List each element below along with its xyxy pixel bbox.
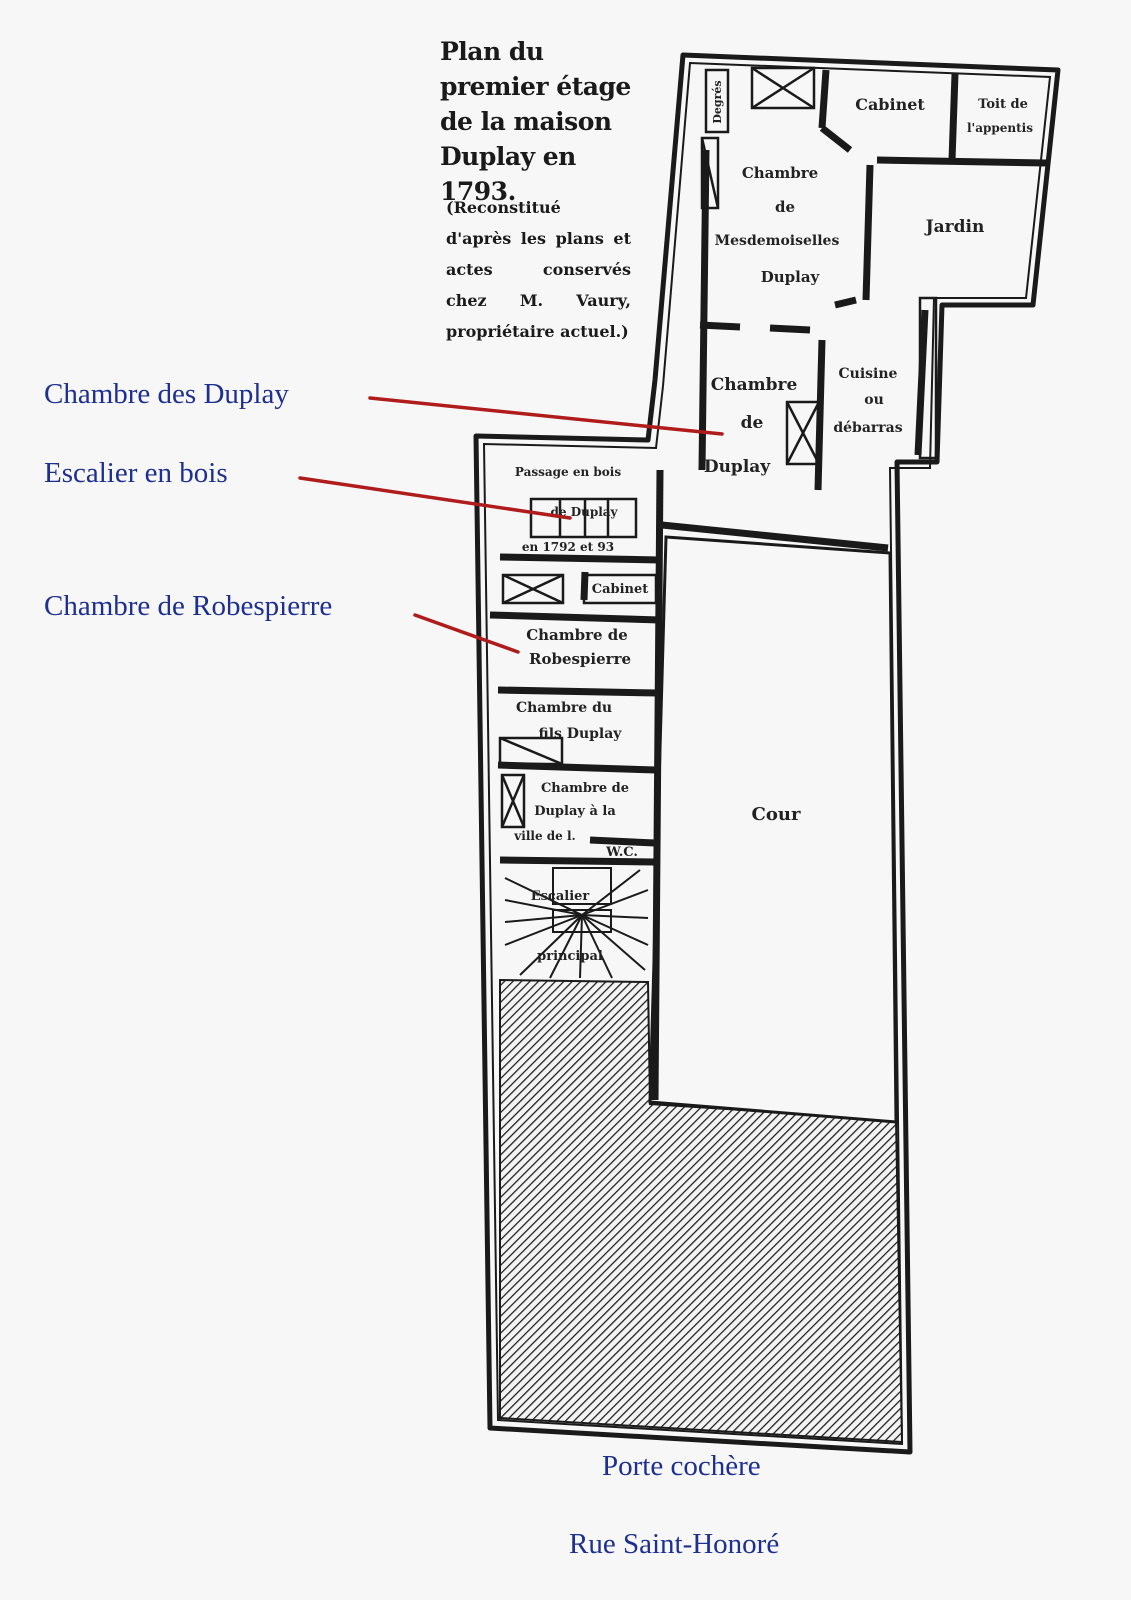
room-label-jardin: Jardin — [924, 217, 985, 237]
plan-title: Plan du premier étage de la maison Dupla… — [440, 37, 631, 206]
room-label-cabinet: Cabinet — [855, 95, 925, 114]
plan-note: (Reconstitué d'après les plans et actes … — [446, 198, 631, 341]
room-label-degres: Degrés — [711, 80, 724, 123]
room-label-mesd-3: Mesdemoiselles — [715, 233, 840, 249]
room-label-cuisine-3: débarras — [833, 420, 902, 436]
room-label-neveu-3: ville de l. — [513, 829, 575, 843]
room-label-esc-principal-1: Escalier — [531, 889, 590, 904]
room-label-fils-1: Chambre du — [516, 700, 612, 716]
room-label-duplay-2: de — [741, 413, 764, 433]
room-label-robespierre-2: Robespierre — [529, 650, 631, 668]
annotation-rue-saint-honore: Rue Saint-Honoré — [569, 1528, 780, 1560]
room-labels: Cabinet Toit de l'appentis Chambre de Me… — [513, 80, 1033, 964]
leader-line-robespierre — [413, 613, 520, 654]
leader-line-chambre-duplay — [368, 396, 724, 436]
outer-walls — [473, 52, 1061, 1455]
annotation-escalier-en-bois: Escalier en bois — [44, 457, 228, 489]
main-staircase — [504, 867, 649, 979]
room-label-mesd-1: Chambre — [742, 164, 818, 182]
courtyard — [648, 535, 898, 1124]
annotation-chambre-de-robespierre: Chambre de Robespierre — [44, 590, 333, 622]
room-label-cuisine-2: ou — [864, 392, 884, 408]
room-label-cabinet-small: Cabinet — [592, 582, 649, 597]
room-label-fils-2: fils Duplay — [539, 726, 623, 742]
room-label-cuisine-1: Cuisine — [839, 366, 898, 382]
room-label-cour: Cour — [752, 804, 801, 825]
leader-line-escalier — [298, 476, 572, 520]
room-label-escalier-2: en 1792 et 93 — [522, 540, 614, 554]
annotation-porte-cochere: Porte cochère — [602, 1450, 761, 1482]
annotation-chambre-des-duplay: Chambre des Duplay — [44, 378, 289, 410]
room-label-toit-2: l'appentis — [967, 121, 1033, 135]
room-label-escalier-1: de Duplay — [550, 505, 618, 519]
room-label-neveu-2: Duplay à la — [534, 804, 616, 819]
room-label-mesd-2: de — [775, 198, 795, 216]
room-label-duplay-3: Duplay — [704, 457, 771, 477]
room-label-passage: Passage en bois — [515, 465, 621, 479]
room-label-robespierre-1: Chambre de — [526, 626, 628, 644]
interior-walls — [489, 69, 1047, 1101]
room-label-wc: W.C. — [605, 845, 638, 860]
room-label-esc-principal-2: principal — [537, 949, 603, 964]
room-label-duplay-1: Chambre — [711, 375, 798, 395]
room-label-neveu-1: Chambre de — [541, 781, 629, 796]
room-label-toit: Toit de — [978, 97, 1028, 112]
leader-lines — [298, 396, 724, 654]
fireplace-boxes — [498, 66, 938, 829]
room-label-mesd-4: Duplay — [761, 268, 821, 286]
